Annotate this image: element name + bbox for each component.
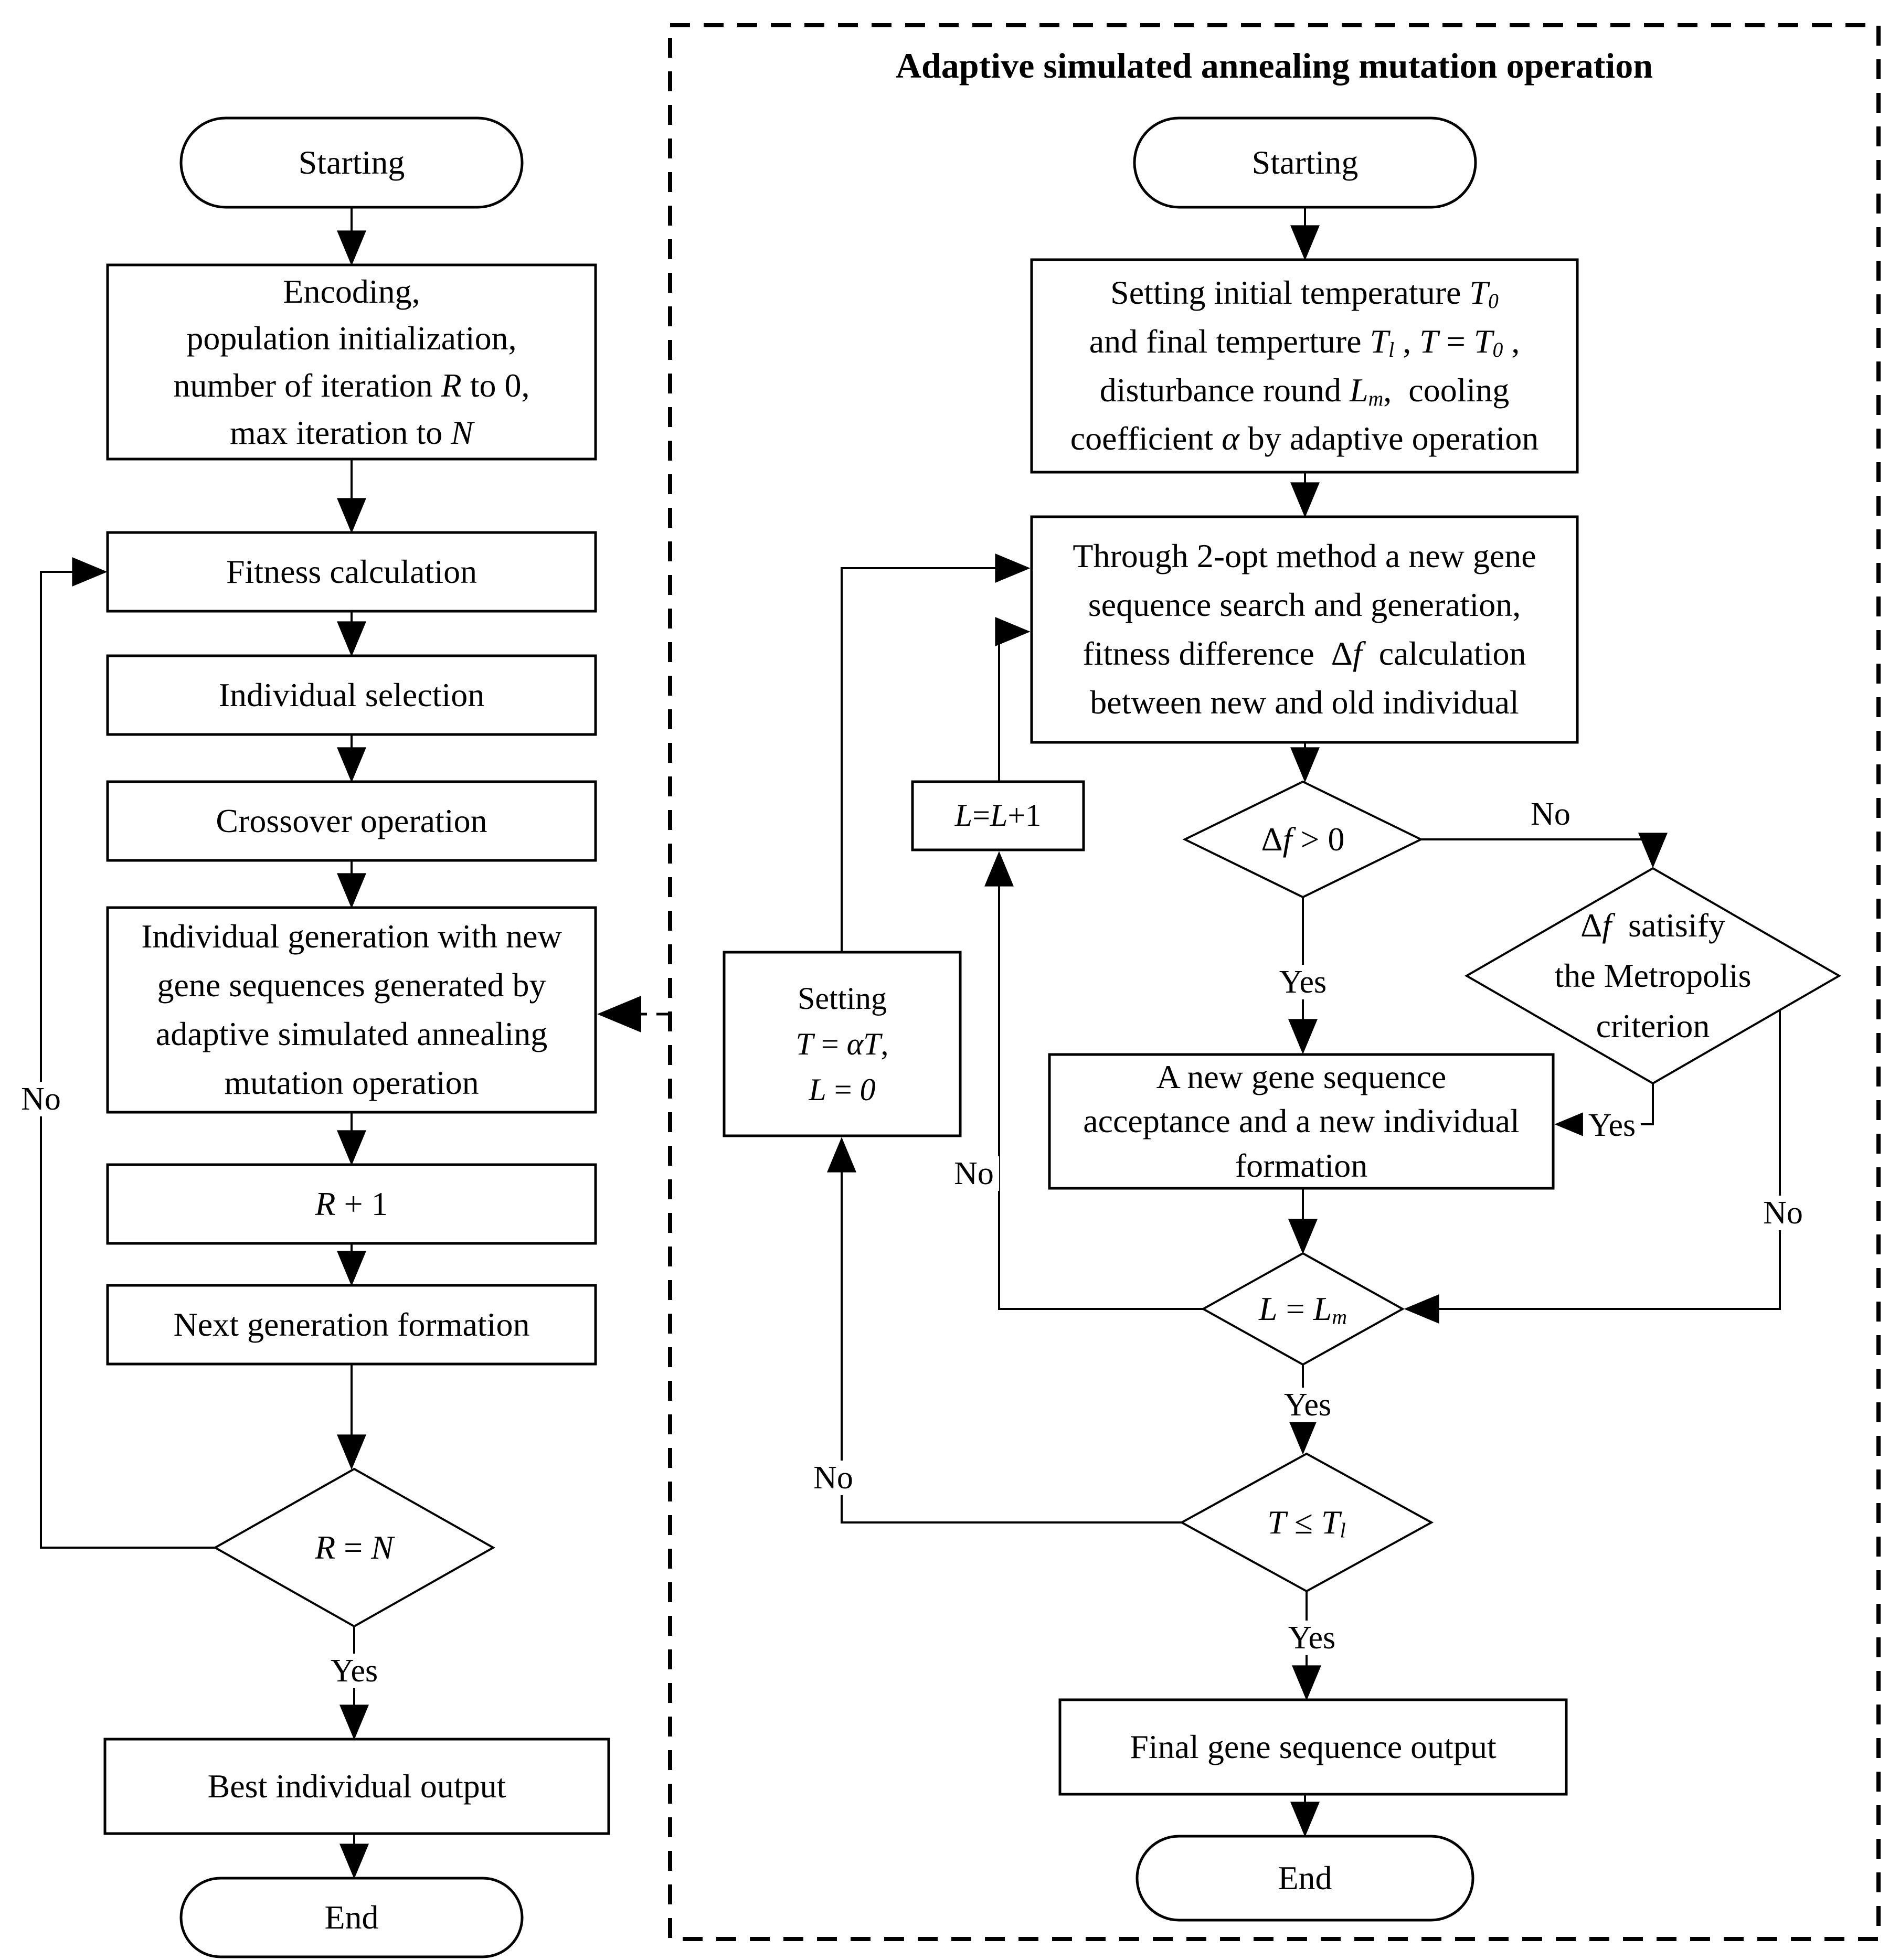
arrow-lm-no-to-lplus1: [984, 851, 1203, 1310]
edge-label-met-yes: Yes: [1583, 1108, 1641, 1143]
best-output-box: [103, 1738, 610, 1835]
arrow-settingalpha-to-through: [841, 553, 1031, 952]
edge-label-lm-yes: Yes: [1278, 1388, 1337, 1422]
l-plus-1-label: L=L+1: [954, 798, 1042, 833]
edge-label-left-yes: Yes: [325, 1654, 384, 1688]
edge-label-left-no: No: [16, 1082, 66, 1116]
next-generation-label: Next generation formation: [173, 1305, 530, 1343]
acceptance-box: [1048, 1053, 1555, 1190]
df-gt-0-label: Δf > 0: [1261, 820, 1345, 858]
encoding-label: Encoding,population initialization,numbe…: [173, 272, 530, 451]
left-start-label: Starting: [298, 143, 405, 181]
arrow-df-no-to-metropolis: [1421, 833, 1668, 868]
edge-label-df-yes: Yes: [1274, 965, 1332, 999]
fitness-box: [106, 531, 597, 613]
arrow-met-no-to-lm: [1404, 1010, 1781, 1324]
final-output-box: [1058, 1698, 1568, 1796]
r-plus-1-label: R + 1: [315, 1185, 388, 1222]
r-eq-n-label: R = N: [315, 1528, 394, 1566]
l-eq-lm-label: L = Lm: [1259, 1290, 1347, 1329]
r-plus-1-box: [106, 1163, 597, 1245]
through-2opt-box: [1030, 515, 1579, 744]
right-start-label: Starting: [1251, 143, 1359, 181]
final-output-label: Final gene sequence output: [1130, 1728, 1497, 1765]
panel-title: Adaptive simulated annealing mutation op…: [895, 46, 1653, 86]
crossover-label: Crossover operation: [216, 802, 487, 839]
edge-label-tl-yes: Yes: [1282, 1621, 1341, 1655]
selection-label: Individual selection: [218, 676, 485, 713]
edge-label-tl-no: No: [808, 1461, 858, 1495]
l-plus-1-box: [911, 780, 1085, 851]
arrow-lplus1-to-through: [995, 617, 1031, 782]
edge-label-df-no: No: [1525, 797, 1576, 832]
edge-label-met-no: No: [1758, 1196, 1808, 1230]
encoding-box: [106, 263, 597, 461]
generation-box: [106, 906, 597, 1114]
t-le-tl-label: T ≤ Tl: [1267, 1503, 1346, 1542]
setting-box: [1030, 258, 1579, 474]
setting-alpha-box: [723, 951, 962, 1137]
left-end-label: End: [324, 1898, 379, 1936]
edge-label-lm-no: No: [949, 1156, 999, 1191]
arrow-tl-no-to-settingalpha: [827, 1137, 1182, 1524]
right-end-label: End: [1278, 1859, 1332, 1897]
loop-no-to-fitness: [40, 557, 215, 1549]
dashed-panel-border: [668, 23, 1881, 1941]
best-output-label: Best individual output: [207, 1767, 506, 1805]
fitness-label: Fitness calculation: [226, 552, 477, 590]
crossover-box: [106, 780, 597, 862]
